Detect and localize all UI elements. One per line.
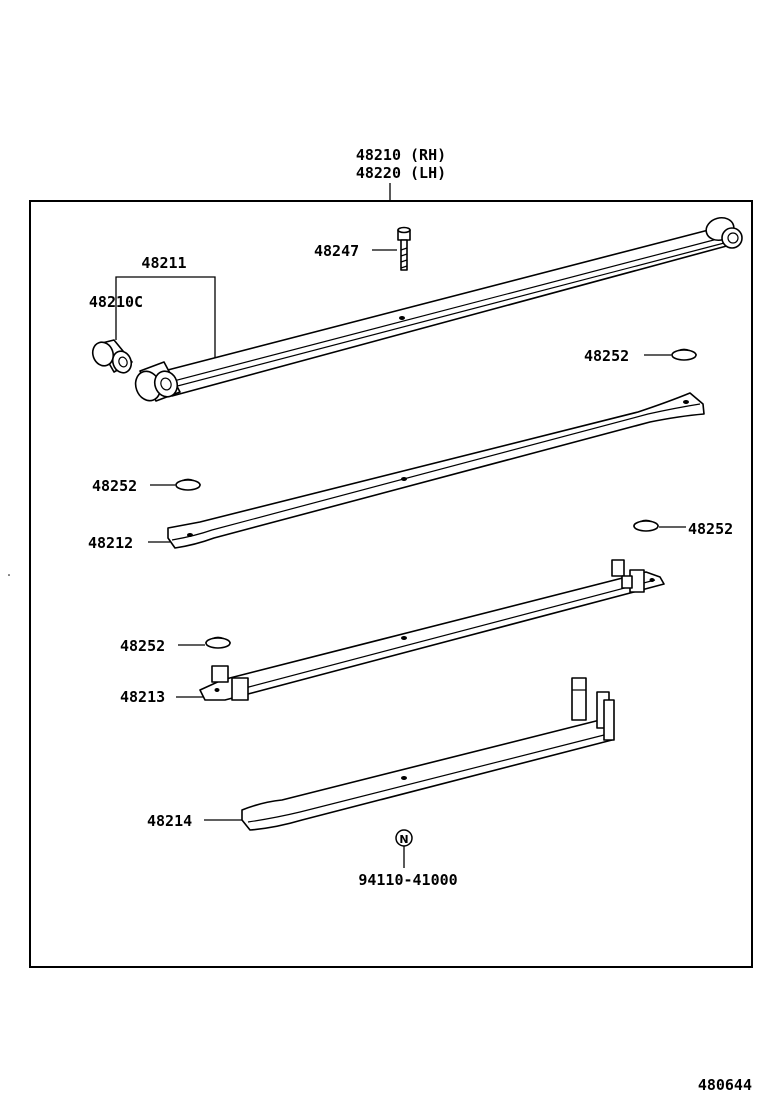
main-leaf-label: 48211 xyxy=(141,254,186,272)
leaf-3-label: 48213 xyxy=(120,688,165,706)
leaf-2-label: 48212 xyxy=(88,534,133,552)
assembly-frame xyxy=(29,200,753,968)
center-bolt-label: 48247 xyxy=(314,242,359,260)
center-bolt xyxy=(397,226,411,271)
bushing-label: 48210C xyxy=(89,293,143,311)
main-leaf-leader xyxy=(115,276,216,358)
leaf-3 xyxy=(199,559,665,701)
leaf-4-label: 48214 xyxy=(147,812,192,830)
leaf-4 xyxy=(241,677,615,831)
assembly-label-lh: 48220 (LH) xyxy=(356,164,446,182)
assembly-label-rh: 48210 (RH) xyxy=(356,146,446,164)
figure-number: 480644 xyxy=(698,1076,752,1094)
silencer-2-label: 48252 xyxy=(92,477,137,495)
silencer-3-label: 48252 xyxy=(688,520,733,538)
nut-label: 94110-41000 xyxy=(358,871,457,889)
leaf-2 xyxy=(167,392,705,549)
bushing xyxy=(91,339,133,374)
margin-dot xyxy=(8,574,10,576)
silencer-1 xyxy=(671,348,697,361)
silencer-1-label: 48252 xyxy=(584,347,629,365)
main-leaf xyxy=(134,216,743,402)
silencer-3 xyxy=(633,519,659,532)
silencer-4 xyxy=(205,636,231,649)
silencer-4-label: 48252 xyxy=(120,637,165,655)
silencer-2 xyxy=(175,478,201,491)
nut-symbol-text: N xyxy=(399,833,408,846)
